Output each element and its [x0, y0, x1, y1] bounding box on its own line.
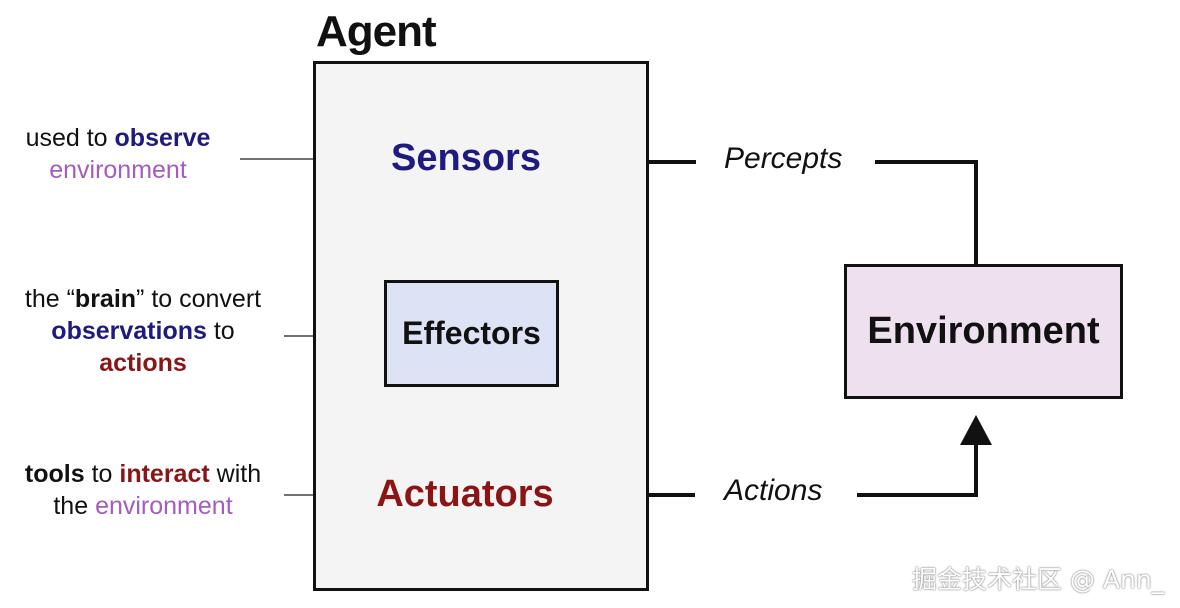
note-effectors-line1: the “brain” to convert — [0, 283, 286, 315]
note-sensors: used to observe environment — [0, 122, 236, 186]
note-keyword-actions: actions — [99, 349, 187, 377]
note-keyword-tools: tools — [24, 460, 85, 488]
note-keyword-observations: observations — [51, 317, 207, 345]
actions-line-right — [857, 442, 978, 497]
actions-arrowhead — [960, 415, 992, 445]
note-keyword-environment: environment — [95, 492, 233, 520]
note-actuators-line1: tools to interact with — [0, 458, 286, 490]
note-actuators-line2: the environment — [0, 490, 286, 522]
actions-label: Actions — [724, 474, 823, 507]
note-keyword-brain: brain — [74, 285, 137, 313]
note-actuators: tools to interact with the environment — [0, 458, 286, 522]
note-text: used to — [25, 124, 115, 152]
effectors-box: Effectors — [384, 280, 559, 387]
note-effectors-line2: observations to — [0, 315, 286, 347]
watermark: 掘金技术社区 @ Ann_ — [912, 565, 1165, 594]
note-keyword-environment: environment — [49, 156, 187, 184]
note-text: to — [206, 317, 235, 345]
sensors-label: Sensors — [391, 137, 541, 179]
percepts-label: Percepts — [724, 142, 843, 175]
agent-title: Agent — [316, 7, 437, 56]
percepts-line-right — [875, 160, 978, 266]
note-sensors-line1: used to observe — [0, 122, 236, 154]
note-text: the — [53, 492, 96, 520]
note-text: ” to convert — [136, 285, 262, 313]
note-text: with — [209, 460, 262, 488]
note-text: the “ — [24, 285, 75, 313]
environment-label: Environment — [867, 310, 1100, 352]
note-effectors-line3: actions — [0, 347, 286, 379]
actuators-label: Actuators — [376, 473, 554, 515]
note-sensors-line2: environment — [0, 154, 236, 186]
effectors-label: Effectors — [402, 315, 541, 351]
note-keyword-interact: interact — [119, 460, 210, 488]
note-keyword-observe: observe — [114, 124, 211, 152]
environment-box: Environment — [844, 264, 1123, 399]
note-text: to — [84, 460, 120, 488]
note-effectors: the “brain” to convert observations to a… — [0, 283, 286, 379]
